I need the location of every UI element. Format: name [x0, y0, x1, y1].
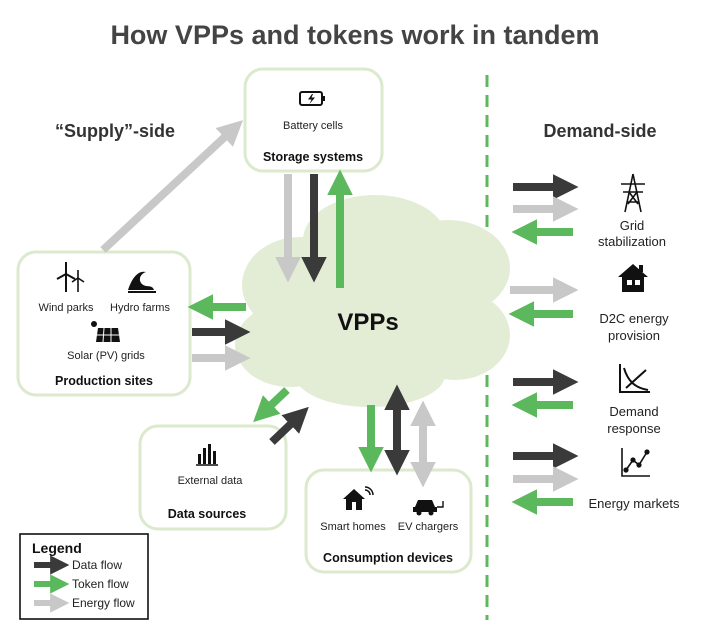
bar-chart-icon: [196, 444, 218, 466]
battery-cells-label: Battery cells: [283, 120, 343, 132]
token-flow-arrow: [253, 387, 290, 423]
legend-token-flow: Token flow: [72, 577, 129, 591]
page-title: How VPPs and tokens work in tandem: [110, 20, 599, 50]
legend-title: Legend: [32, 540, 82, 556]
solar-grids-label: Solar (PV) grids: [67, 350, 145, 362]
wave-icon: [128, 271, 156, 293]
grid-stabilization-line1: Grid: [620, 218, 645, 233]
storage-systems-title: Storage systems: [263, 150, 363, 164]
supply-side-label: “Supply”-side: [55, 121, 175, 141]
storage-systems-box: Battery cells Storage systems: [243, 67, 384, 173]
ev-chargers-label: EV chargers: [398, 521, 459, 533]
data-flow-arrow: [269, 406, 309, 445]
energy-markets-label: Energy markets: [588, 496, 680, 511]
smart-home-icon: [343, 486, 374, 510]
power-tower-icon: [621, 173, 645, 213]
d2c-energy-line1: D2C energy: [599, 311, 669, 326]
legend-energy-flow: Energy flow: [72, 596, 135, 610]
ev-charger-icon: [413, 500, 444, 516]
solar-panel-icon: [91, 321, 120, 343]
demand-response-line2: response: [607, 421, 660, 436]
demand-curve-icon: [619, 364, 650, 393]
line-chart-icon: [621, 448, 650, 477]
house-icon: [618, 264, 648, 292]
vpps-label: VPPs: [337, 309, 398, 336]
vpp-cloud: [235, 195, 510, 407]
hydro-farms-label: Hydro farms: [110, 302, 170, 314]
smart-homes-label: Smart homes: [320, 521, 386, 533]
data-sources-title: Data sources: [168, 507, 247, 521]
wind-turbine-icon: [56, 262, 85, 292]
d2c-energy-line2: provision: [608, 328, 660, 343]
legend-data-flow: Data flow: [72, 558, 122, 572]
production-sites-title: Production sites: [55, 374, 153, 388]
consumption-devices-box: Smart homes EV chargers Consumption devi…: [304, 468, 473, 574]
consumption-devices-title: Consumption devices: [323, 551, 453, 565]
battery-icon: [299, 91, 325, 106]
data-sources-box: External data Data sources: [138, 424, 288, 531]
demand-side-label: Demand-side: [543, 121, 656, 141]
grid-stabilization-line2: stabilization: [598, 234, 666, 249]
demand-response-line1: Demand: [609, 404, 658, 419]
energy-flow-arrow: [100, 120, 244, 253]
external-data-label: External data: [178, 475, 244, 487]
production-sites-box: Wind parks Hydro farms Solar (PV) grids …: [16, 250, 192, 397]
wind-parks-label: Wind parks: [38, 302, 94, 314]
legend: Legend Data flow Token flow Energy flow: [19, 533, 149, 620]
